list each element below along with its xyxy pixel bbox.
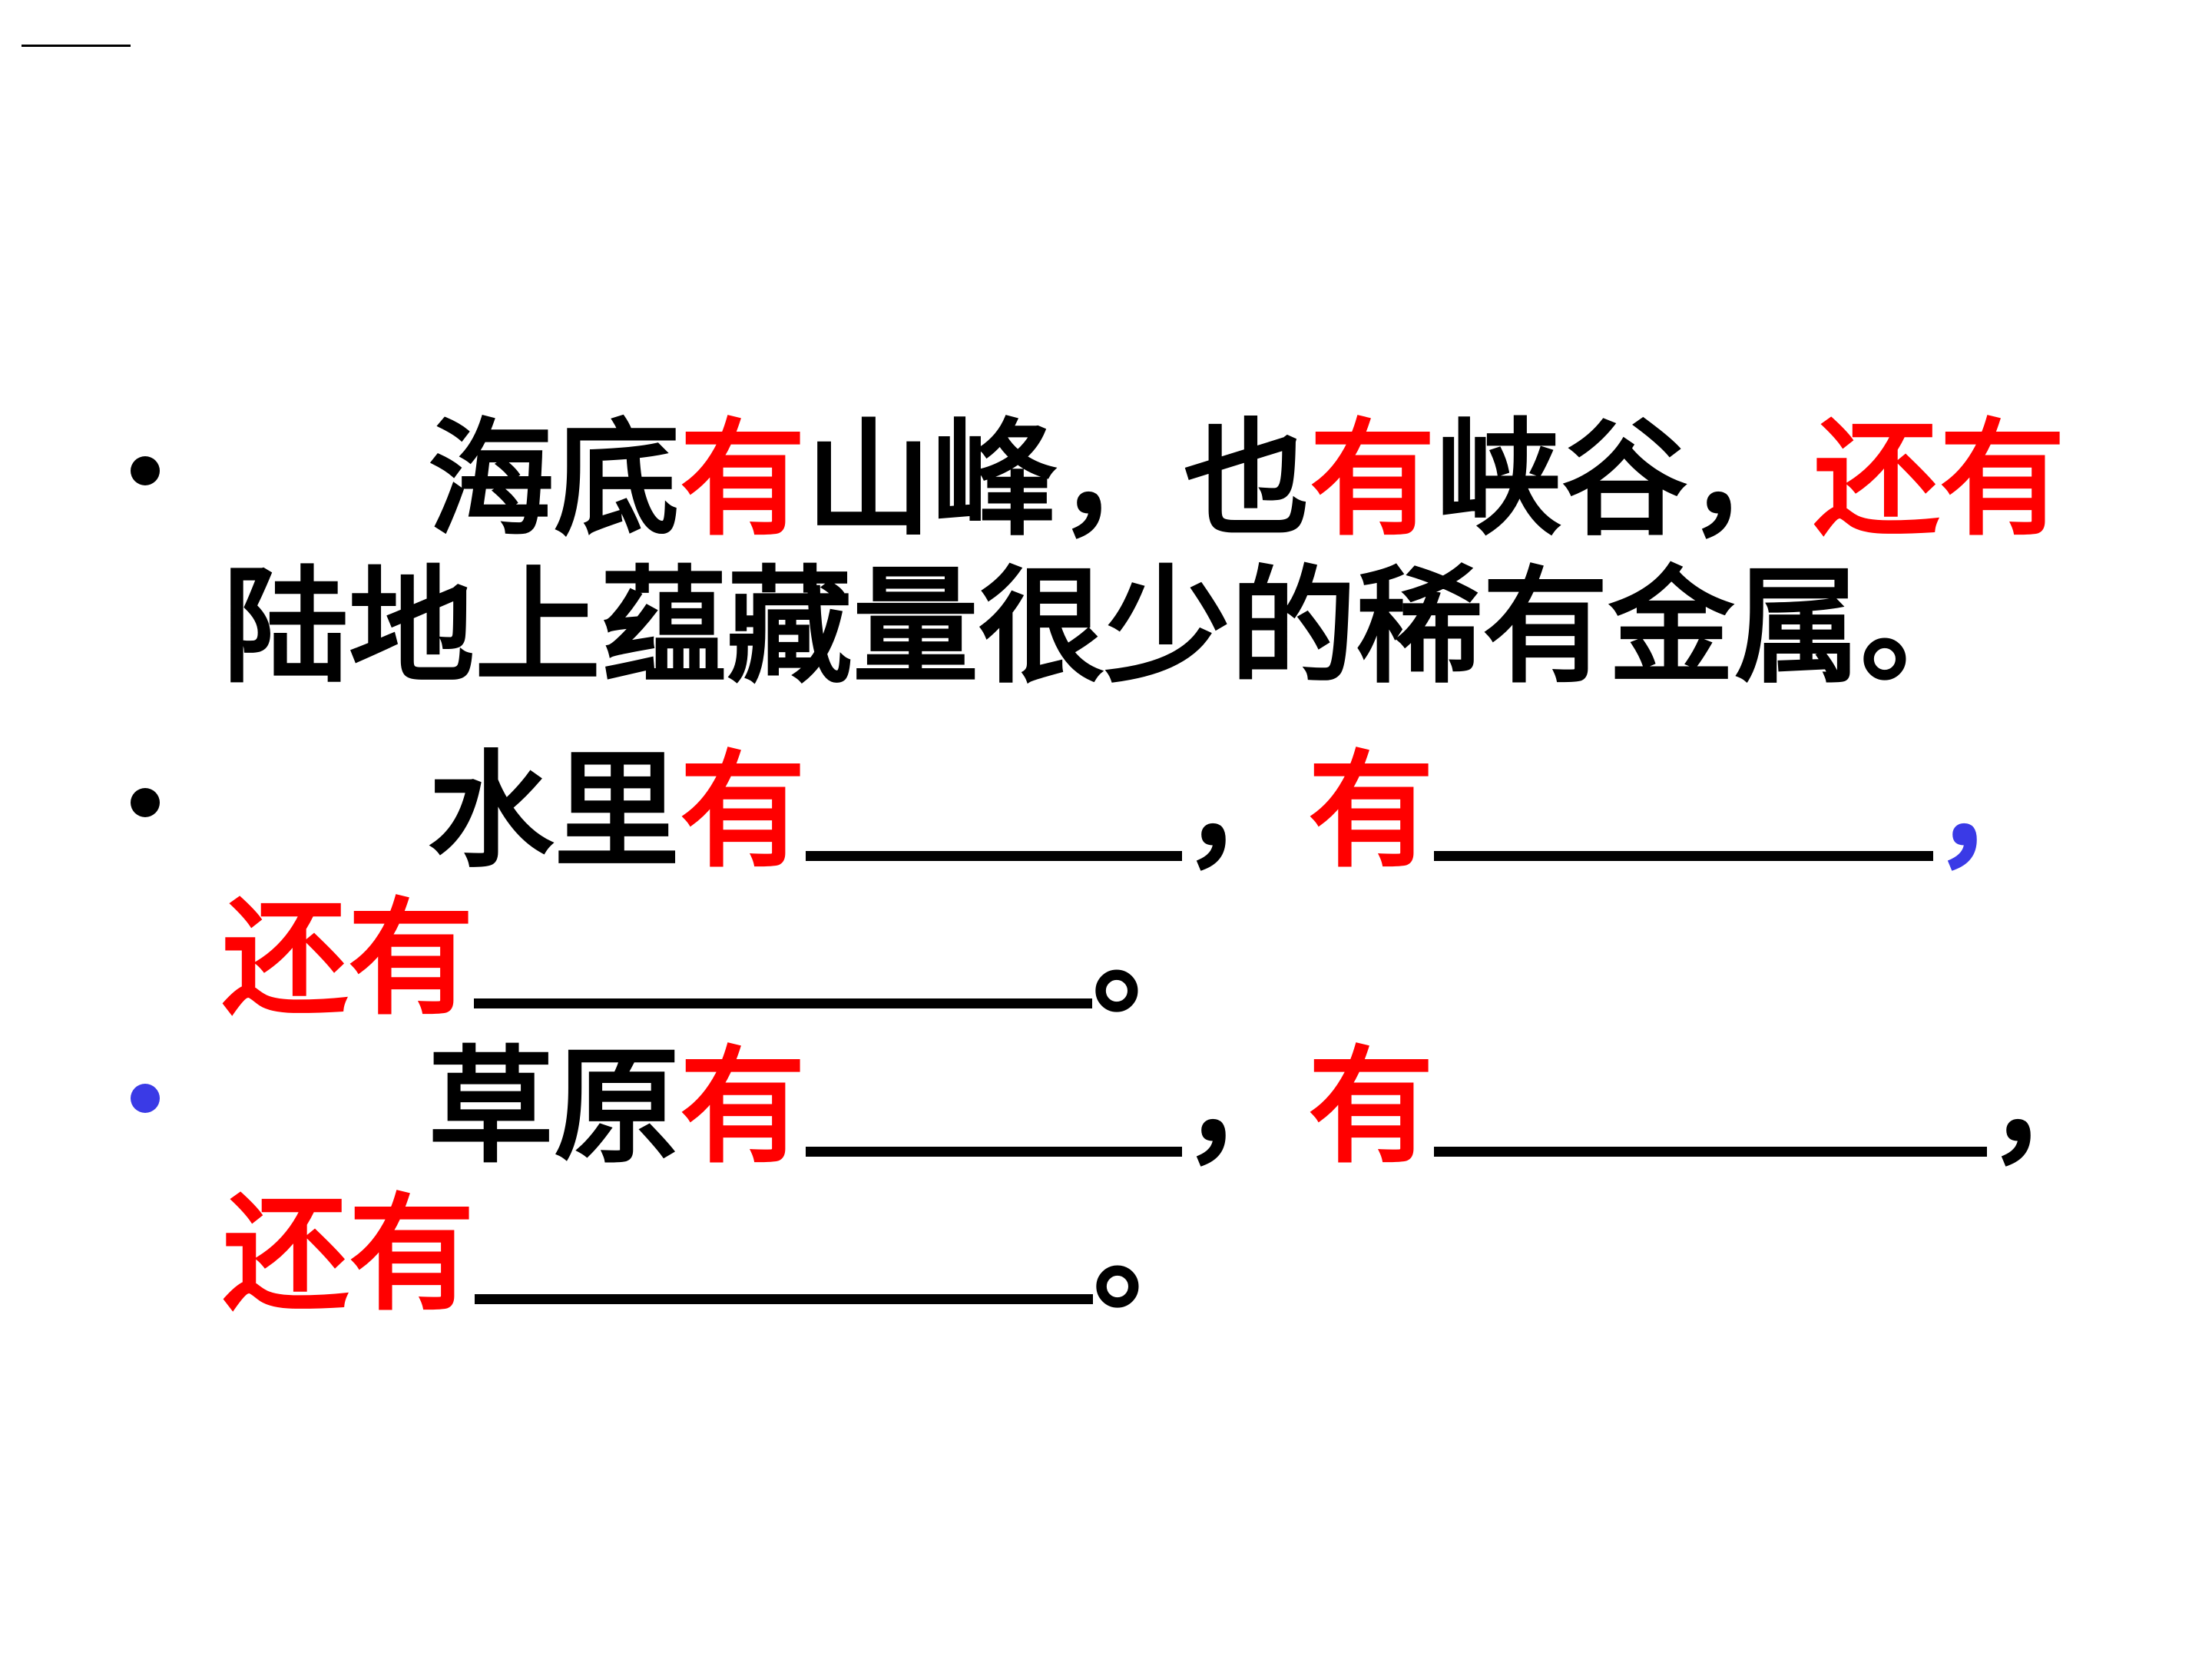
highlight-hai-you: 还有 [223,1180,475,1328]
bullet-dot-icon [131,1084,160,1113]
highlight-hai-you: 还有 [1813,405,2066,553]
highlight-you: 有 [680,1032,806,1181]
comma: ， [1182,737,1309,885]
highlight-you: 有 [1308,1032,1435,1181]
fill-in-blank[interactable] [475,1194,1094,1304]
comma: ， [1987,1032,2114,1181]
period: 。 [1092,884,1219,1032]
item-3-line-2: 还有 。 [223,1181,2066,1328]
fill-in-blank[interactable] [806,1047,1183,1157]
item-2-line-2: 还有 。 [222,885,2066,1032]
text-segment: 草原 [428,1032,680,1181]
bullet-item-3: 草原有，有， 还有。 [131,1032,2113,1328]
bullet-dot-icon [131,788,160,817]
highlight-you: 有 [1310,405,1436,553]
highlight-you: 有 [680,737,806,885]
item-1-line-2: 陆地上蕴藏量很少的稀有金属。 [223,552,1987,700]
text-segment: 海底 [428,405,680,553]
fill-in-blank[interactable] [1434,751,1934,861]
bullet-item-1: 海底有山峰，也有峡谷，还有 陆地上蕴藏量很少的稀有金属。 [131,406,2066,700]
fill-in-blank[interactable] [806,751,1183,861]
highlight-you: 有 [680,405,806,553]
item-2-line-1: 水里有，有， [223,737,2066,885]
fill-in-blank[interactable] [474,899,1093,1008]
fill-in-blank[interactable] [1434,1047,1988,1157]
text-segment: 峡谷， [1435,405,1814,553]
item-3-line-1: 草原有，有， [223,1032,2113,1181]
bullet-item-2: 水里有，有， 还有。 [131,737,2066,1032]
text-segment: 水里 [428,737,680,885]
text-segment: 山峰，也 [806,405,1310,553]
corner-rule [22,45,131,47]
period: 。 [1093,1180,1220,1328]
highlight-you: 有 [1308,737,1435,885]
item-1-line-1: 海底有山峰，也有峡谷，还有 [223,406,2066,553]
comma-blue: ， [1933,737,2060,885]
bullet-dot-icon [131,456,160,485]
comma: ， [1182,1032,1309,1181]
highlight-hai-you: 还有 [222,884,475,1032]
